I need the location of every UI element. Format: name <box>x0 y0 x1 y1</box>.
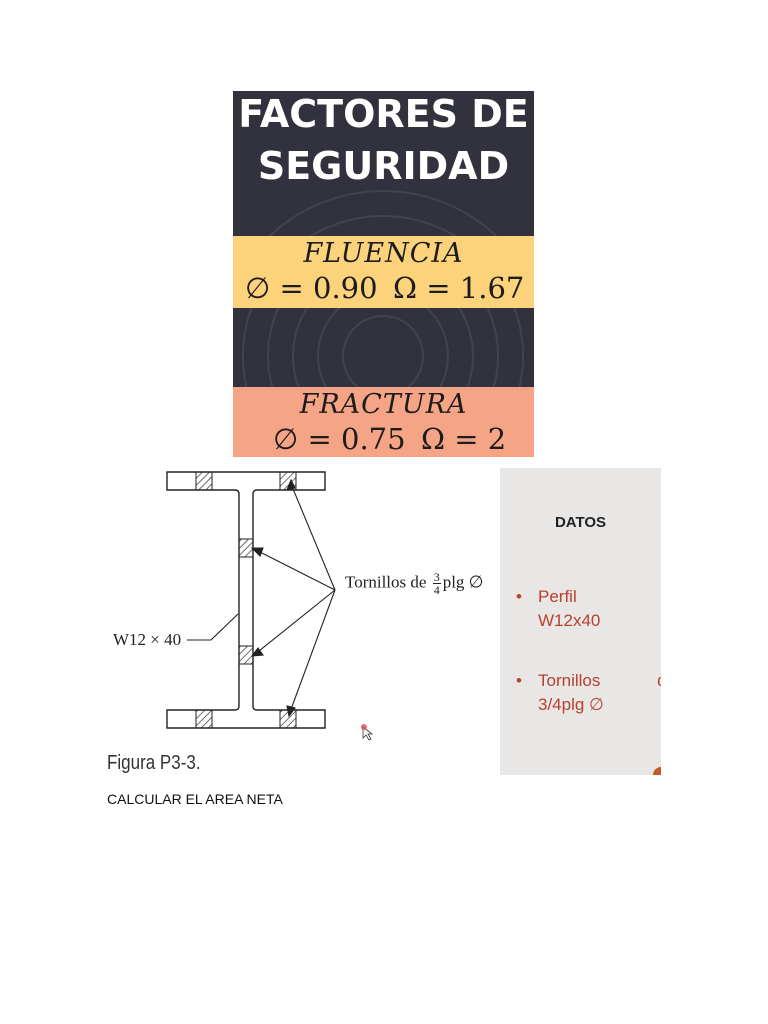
title-line-2: SEGURIDAD <box>257 144 510 188</box>
figure-caption: Figura P3-3. <box>107 752 201 774</box>
bolt-hole-web-upper <box>238 538 254 558</box>
fluencia-phi: ∅ = 0.90 <box>245 271 378 305</box>
w-shape-diagram <box>166 471 374 741</box>
datos-item-profile: • Perfil W12x40 <box>516 587 601 630</box>
beam-outline <box>166 471 326 729</box>
bolt-hole-top-left <box>195 471 213 491</box>
fractura-phi: ∅ = 0.75 <box>273 422 406 456</box>
bolt-hole-bottom-left <box>195 709 213 729</box>
fractura-label: FRACTURA <box>299 389 468 420</box>
fractura-omega: Ω = 2 <box>421 422 507 456</box>
title-line-1: FACTORES DE <box>238 92 529 136</box>
safety-factors-image: FACTORES DE SEGURIDAD FLUENCIA ∅ = 0.90 … <box>233 91 534 457</box>
fluencia-omega: Ω = 1.67 <box>393 271 525 305</box>
bullet: • <box>516 587 522 606</box>
cursor-icon <box>361 724 374 741</box>
slide-corner-mark <box>653 767 661 775</box>
task-text: CALCULAR EL AREA NETA <box>107 791 283 807</box>
bolt-hole-web-lower <box>238 645 254 665</box>
fluencia-band: FLUENCIA ∅ = 0.90 Ω = 1.67 <box>233 236 534 308</box>
section-label: W12 × 40 <box>113 630 182 649</box>
bullet: • <box>516 671 522 690</box>
datos-heading: DATOS <box>554 514 607 531</box>
fluencia-label: FLUENCIA <box>303 238 464 269</box>
fractura-band: FRACTURA ∅ = 0.75 Ω = 2 <box>233 387 534 457</box>
